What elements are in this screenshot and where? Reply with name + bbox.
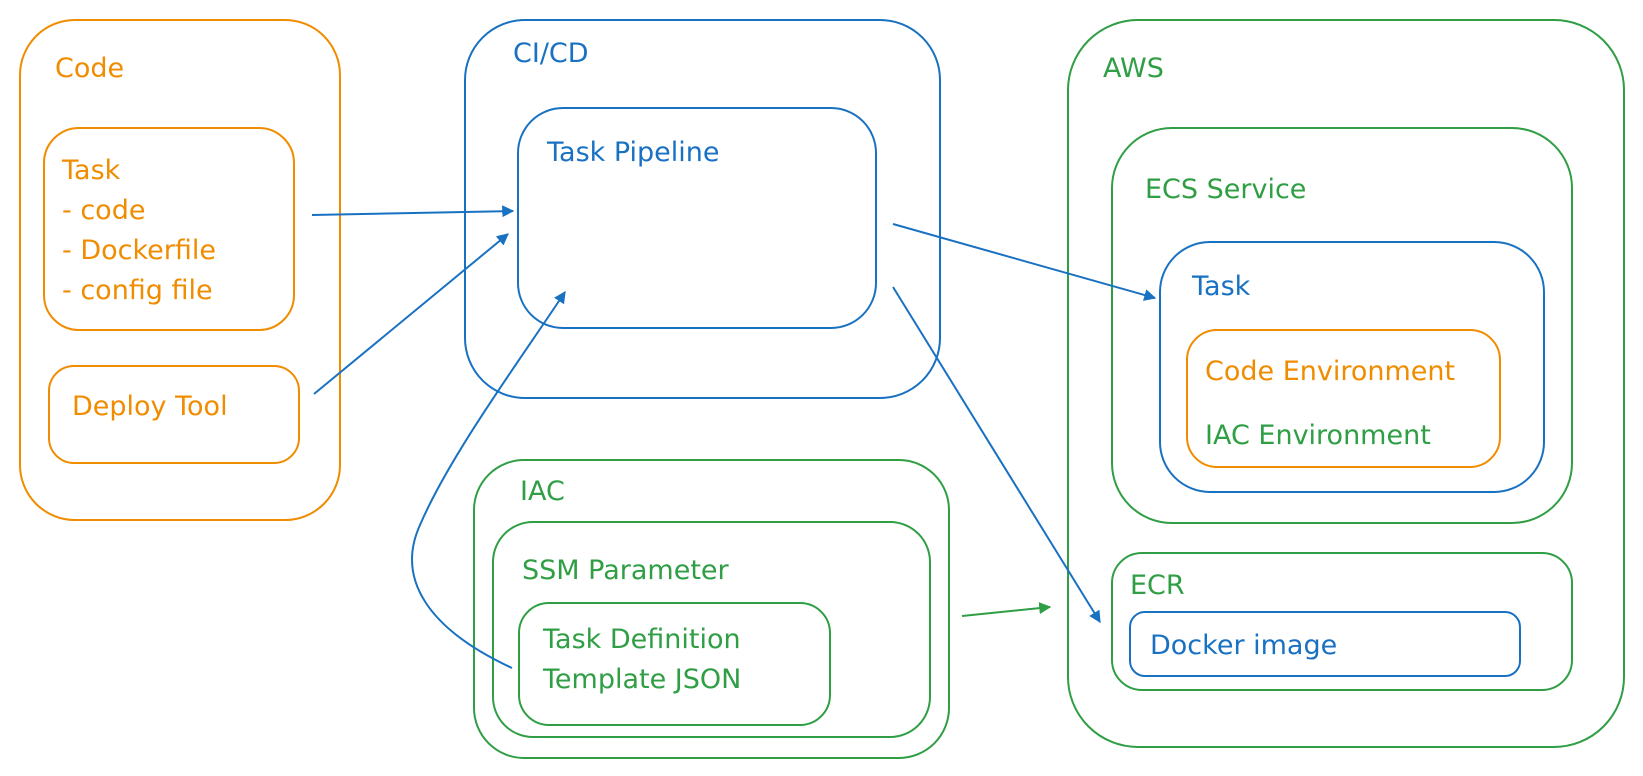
task-pipeline-label: Task Pipeline bbox=[546, 137, 720, 168]
code-environment-label: Code Environment bbox=[1205, 356, 1455, 387]
code-task-title: Task bbox=[61, 155, 121, 186]
ecs-task-box bbox=[1159, 241, 1545, 493]
aws-group: AWS ECS Service Task Code Environment IA… bbox=[1067, 19, 1625, 748]
arrow-task-to-pipeline bbox=[311, 205, 515, 218]
arrow-iac-to-ecr bbox=[961, 602, 1052, 617]
arrow-deploy-tool-to-pipeline bbox=[313, 233, 509, 395]
docker-image-box bbox=[1129, 611, 1521, 677]
iac-title: IAC bbox=[520, 476, 565, 507]
cicd-title: CI/CD bbox=[513, 38, 589, 69]
ecs-service-label: ECS Service bbox=[1145, 174, 1306, 205]
task-pipeline-box bbox=[517, 107, 877, 329]
task-definition-line: Task Definition bbox=[542, 624, 741, 655]
arrow-template-to-pipeline bbox=[411, 290, 566, 669]
template-json-line: Template JSON bbox=[542, 664, 741, 695]
code-container bbox=[19, 19, 341, 521]
ecs-task-label: Task bbox=[1191, 271, 1251, 302]
docker-image-label: Docker image bbox=[1150, 630, 1337, 661]
arrow-pipeline-to-ecr bbox=[892, 286, 1101, 624]
cicd-group: CI/CD Task Pipeline bbox=[464, 19, 941, 399]
ssm-parameter-box bbox=[492, 521, 931, 738]
iac-container bbox=[473, 459, 950, 759]
code-title: Code bbox=[55, 53, 124, 84]
ecr-box bbox=[1111, 552, 1573, 691]
code-task-item-code: - code bbox=[62, 195, 145, 226]
code-task-box bbox=[43, 127, 295, 331]
arrow-pipeline-to-ecs-task bbox=[892, 223, 1157, 301]
aws-container bbox=[1067, 19, 1625, 748]
aws-title: AWS bbox=[1103, 53, 1164, 84]
iac-environment-label: IAC Environment bbox=[1205, 420, 1431, 451]
environment-box bbox=[1186, 329, 1501, 468]
code-task-item-config-file: - config file bbox=[62, 275, 213, 306]
code-group: Code Task - code - Dockerfile - config f… bbox=[19, 19, 341, 521]
code-task-item-dockerfile: - Dockerfile bbox=[62, 235, 216, 266]
deploy-tool-label: Deploy Tool bbox=[72, 391, 228, 422]
ecr-label: ECR bbox=[1130, 570, 1185, 601]
ssm-parameter-label: SSM Parameter bbox=[522, 555, 730, 586]
ecs-service-box bbox=[1111, 127, 1573, 524]
task-definition-template-box bbox=[518, 602, 831, 726]
deploy-tool-box bbox=[48, 365, 300, 464]
cicd-container bbox=[464, 19, 941, 399]
iac-group: IAC SSM Parameter Task Definition Templa… bbox=[473, 459, 950, 759]
